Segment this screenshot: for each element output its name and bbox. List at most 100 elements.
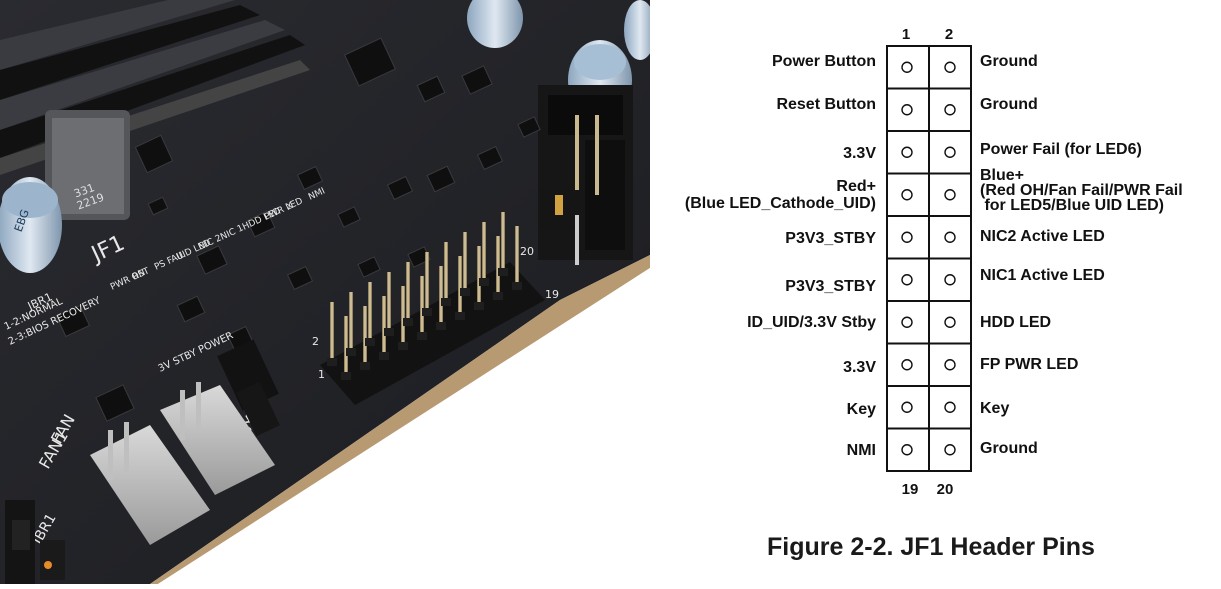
right-pin-label: HDD LED <box>980 314 1052 332</box>
jf1-pin <box>401 286 405 346</box>
pin-circle-even <box>944 61 956 73</box>
jf1-pin-base <box>436 322 446 330</box>
chip <box>337 206 361 228</box>
chip <box>246 210 276 238</box>
pin-grid <box>886 45 972 472</box>
pin-circle-even <box>944 316 956 328</box>
pin-circle-odd <box>901 189 913 201</box>
pin-number-20: 20 <box>936 481 954 498</box>
fan-headers <box>90 382 275 545</box>
pin-number-2: 2 <box>944 26 954 43</box>
pin-circle-even <box>944 146 956 158</box>
right-pin-label: Ground <box>980 53 1038 71</box>
jf1-pin <box>515 226 519 286</box>
vertical-connector <box>538 85 633 260</box>
silk-pin-2: 2 <box>312 335 319 348</box>
silk-pin-1: 1 <box>318 368 325 381</box>
jf1-pin-base <box>403 318 413 326</box>
jf1-pin <box>496 236 500 296</box>
chip <box>296 165 324 191</box>
pin-circle-odd <box>901 104 913 116</box>
jf1-pin-base <box>379 352 389 360</box>
pin-circle-even <box>944 274 956 286</box>
jf1-pin <box>387 272 391 332</box>
left-pin-label: Reset Button <box>776 95 876 113</box>
pin-circle-odd <box>901 444 913 456</box>
jf1-pin-base <box>341 372 351 380</box>
pin-grid-svg <box>886 45 972 472</box>
left-pin-label: P3V3_STBY <box>785 277 876 295</box>
chip <box>386 175 414 201</box>
left-pin-label: Power Button <box>772 53 876 71</box>
left-pin-label: 3.3V <box>843 358 876 376</box>
jf1-pin <box>439 266 443 326</box>
pin-circle-odd <box>901 359 913 371</box>
pin-circle-even <box>944 444 956 456</box>
pin-number-1: 1 <box>901 26 911 43</box>
chip <box>286 265 314 291</box>
jf1-pin <box>482 222 486 282</box>
jf1-pin <box>477 246 481 306</box>
pin-circle-even <box>944 104 956 116</box>
chip <box>134 134 174 174</box>
chip <box>476 145 504 171</box>
right-pin-label: NIC2 Active LED <box>980 228 1105 246</box>
silk-pin-19: 19 <box>545 288 559 301</box>
left-pin-label: 3.3V <box>843 145 876 163</box>
jf1-pin <box>344 316 348 376</box>
pin-circle-odd <box>901 231 913 243</box>
jf1-pin <box>425 252 429 312</box>
pin-number-19: 19 <box>901 481 919 498</box>
inductor: 331 2219 <box>45 110 130 220</box>
jf1-pin-base <box>360 362 370 370</box>
jf1-pin-base <box>498 268 508 276</box>
silk-pin-20: 20 <box>520 245 534 258</box>
chip <box>357 256 381 278</box>
left-pin-label: P3V3_STBY <box>785 230 876 248</box>
jf1-header-pins <box>320 212 545 405</box>
jf1-pin-base <box>417 332 427 340</box>
jf1-pin <box>382 296 386 356</box>
board-chips <box>55 37 541 422</box>
jf1-pin-base <box>474 302 484 310</box>
left-pin-label: Key <box>846 401 876 419</box>
pin-circle-even <box>944 359 956 371</box>
left-pin-label: ID_UID/3.3V Stby <box>747 314 876 332</box>
jstby-header <box>217 339 280 437</box>
left-pin-label: NMI <box>846 441 876 459</box>
jbr-jumper <box>5 500 65 584</box>
silk-jf1-pin-label: X <box>285 201 295 213</box>
pin-circle-even <box>944 231 956 243</box>
pin-circle-odd <box>901 146 913 158</box>
pin-circle-odd <box>901 61 913 73</box>
jf1-pin-base <box>441 298 451 306</box>
pin-circle-odd <box>901 401 913 413</box>
pin-circle-odd <box>901 274 913 286</box>
right-pin-label: Blue+(Red OH/Fan Fail/PWR Fail for LED5/… <box>980 166 1183 214</box>
right-pin-label: Ground <box>980 439 1038 457</box>
jf1-pin <box>330 302 334 362</box>
right-pin-label: FP PWR LED <box>980 355 1079 373</box>
figure-caption: Figure 2-2. JF1 Header Pins <box>767 533 1095 561</box>
jf1-pin <box>406 262 410 322</box>
chip <box>426 165 456 193</box>
chip <box>55 304 91 338</box>
jf1-header-shroud <box>320 262 545 405</box>
jf1-pin-base <box>455 312 465 320</box>
jf1-pin-base <box>422 308 432 316</box>
chip <box>461 65 493 95</box>
jf1-pin-base <box>512 282 522 290</box>
right-pin-label: Ground <box>980 95 1038 113</box>
pin-circle-odd <box>901 316 913 328</box>
jf1-pin <box>458 256 462 316</box>
jf1-pin-base <box>460 288 470 296</box>
jf1-pin-base <box>479 278 489 286</box>
chip <box>176 295 206 323</box>
jf1-pin-base <box>493 292 503 300</box>
jf1-pin-base <box>398 342 408 350</box>
jf1-pin <box>444 242 448 302</box>
chip <box>95 384 135 422</box>
misc-jumper <box>540 190 580 265</box>
